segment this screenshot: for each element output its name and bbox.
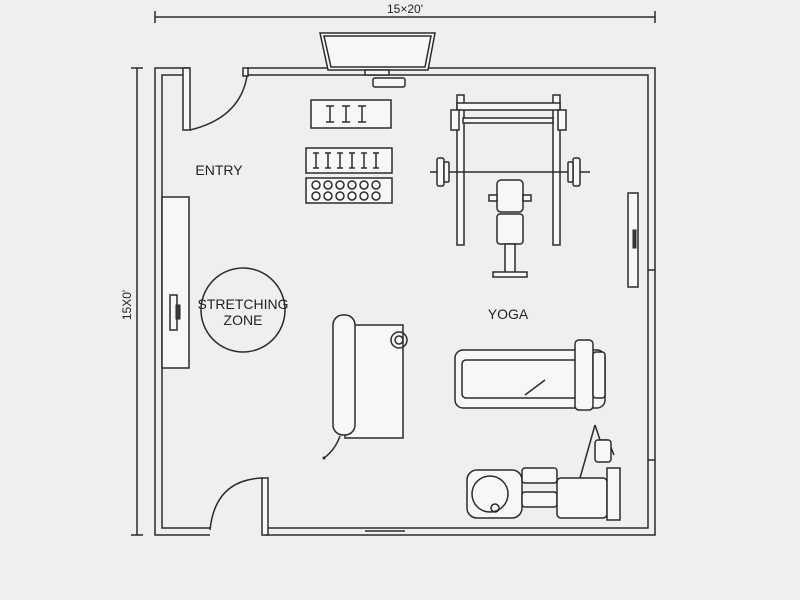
dumbbell-plate-icon (347, 180, 357, 190)
entry-door-swing[interactable] (189, 75, 248, 131)
dumbbell-plate-icon (335, 191, 345, 201)
entry-label: ENTRY (195, 162, 243, 178)
dumbbell-plate-icon (323, 180, 333, 190)
dumbbell-plate-icon (323, 191, 333, 201)
dumbbell-rack-small (310, 99, 392, 129)
stretching-label: STRETCHING (198, 296, 289, 312)
width-label: 15×20' (387, 2, 423, 16)
height-label: 15X0' (120, 290, 134, 320)
tv-mount (364, 69, 390, 76)
weight-bench (488, 179, 532, 278)
dumbbell-icon (361, 152, 367, 169)
left-wall-bench (161, 196, 190, 369)
stretching-zone: STRETCHING ZONE (198, 267, 289, 353)
projector-icon (372, 77, 406, 88)
elliptical-trainer (466, 424, 621, 521)
yoga-mat (322, 314, 408, 460)
tv-icon (319, 32, 436, 71)
dumbbell-icon (313, 152, 319, 169)
zone-label: ZONE (224, 312, 263, 328)
yoga-label: YOGA (488, 306, 529, 322)
dumbbell-icon (349, 152, 355, 169)
dumbbell-plate-icon (347, 191, 357, 201)
dumbbell-plate-icon (335, 180, 345, 190)
dumbbell-icon (325, 152, 331, 169)
dumbbell-rack-large (305, 147, 393, 204)
dumbbell-plate-icon (359, 180, 369, 190)
dumbbell-icon (337, 152, 343, 169)
power-rack (450, 94, 567, 246)
walls (154, 67, 656, 536)
treadmill (454, 339, 606, 411)
barbell-icon (430, 157, 590, 187)
width-dimension: 15×20' (154, 2, 656, 23)
dumbbell-plate-icon (311, 180, 321, 190)
dumbbell-icon (373, 152, 379, 169)
dumbbell-plate-icon (359, 191, 369, 201)
dumbbell-plate-icon (311, 191, 321, 201)
bottom-door-swing[interactable] (209, 477, 263, 531)
dumbbell-plate-icon (371, 180, 381, 190)
height-dimension: 15X0' (120, 67, 143, 536)
dumbbell-plate-icon (371, 191, 381, 201)
